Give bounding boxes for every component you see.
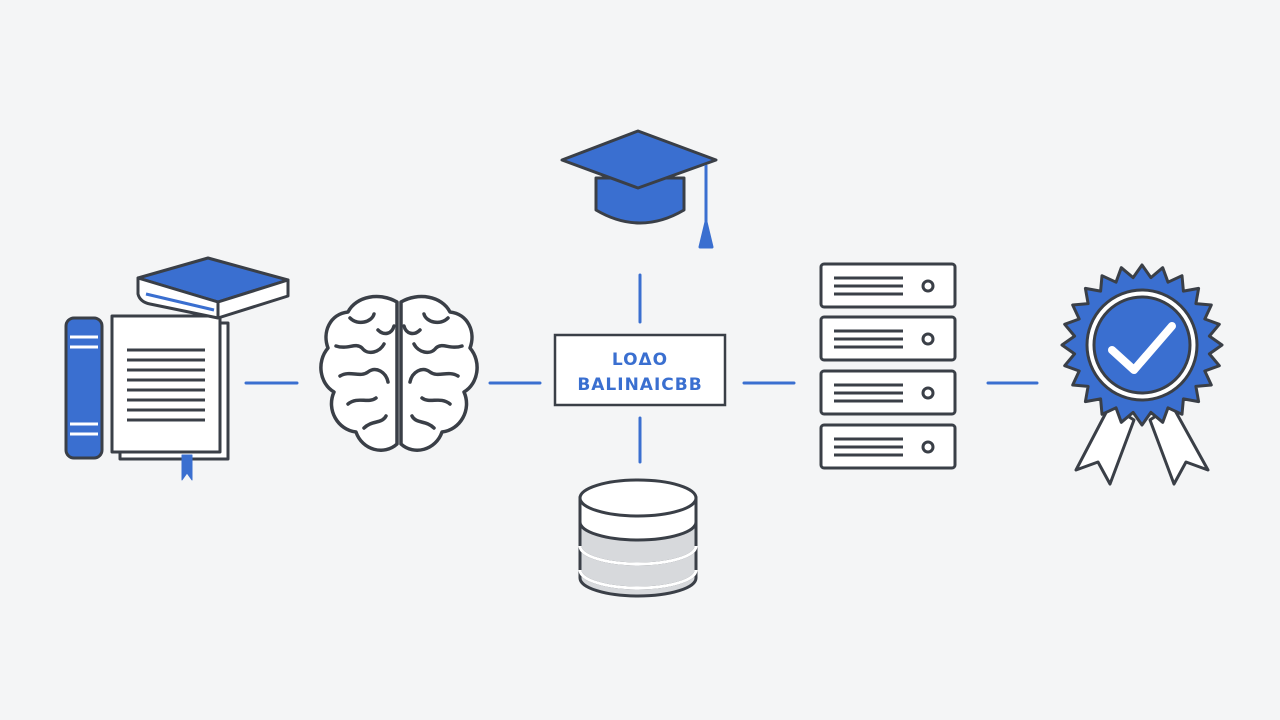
server-unit (819, 369, 957, 416)
brain-icon (319, 294, 479, 452)
center-box-line2: ΒALΙΝAΙCΒΒ (577, 375, 702, 395)
graduation-cap-icon (560, 129, 718, 249)
certificate-badge-icon (1060, 263, 1224, 486)
server-rack-icon (819, 262, 957, 470)
center-box-line1: LOΔO (612, 350, 668, 370)
center-box: LOΔO ΒALΙΝAΙCΒΒ (553, 333, 727, 407)
server-unit (819, 315, 957, 362)
connectors (244, 273, 1039, 464)
server-unit (819, 262, 957, 309)
server-unit (819, 423, 957, 470)
database-icon (578, 478, 698, 598)
books-icon (64, 256, 290, 481)
